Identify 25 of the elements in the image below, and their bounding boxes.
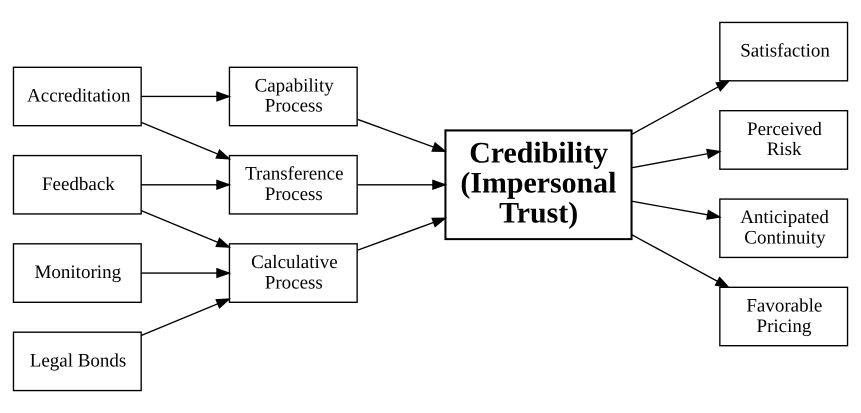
node-box: Perceived Risk [719,110,848,170]
arrow [632,234,730,288]
arrow [358,218,448,251]
arrow [142,268,232,278]
arrow [358,118,448,152]
arrow [358,180,448,190]
node-box: Legal Bonds [12,331,142,392]
node-box: Credibility (Impersonal Trust) [444,129,633,240]
arrow [142,91,232,102]
arrow [632,148,722,168]
arrow [142,180,232,190]
arrow [632,80,731,135]
node-box: Monitoring [12,243,142,303]
arrow [141,210,232,248]
arrow [141,122,232,160]
arrow [632,200,722,220]
node-box: Calculative Process [228,243,358,303]
node-box: Anticipated Continuity [719,198,848,258]
node-box: Accreditation [12,66,142,126]
node-box: Satisfaction [719,22,848,82]
node-box: Capability Process [228,66,358,126]
node-box: Transference Process [228,154,358,215]
node-box: Feedback [12,154,142,215]
arrow [141,298,232,336]
node-box: Favorable Pricing [719,286,848,346]
